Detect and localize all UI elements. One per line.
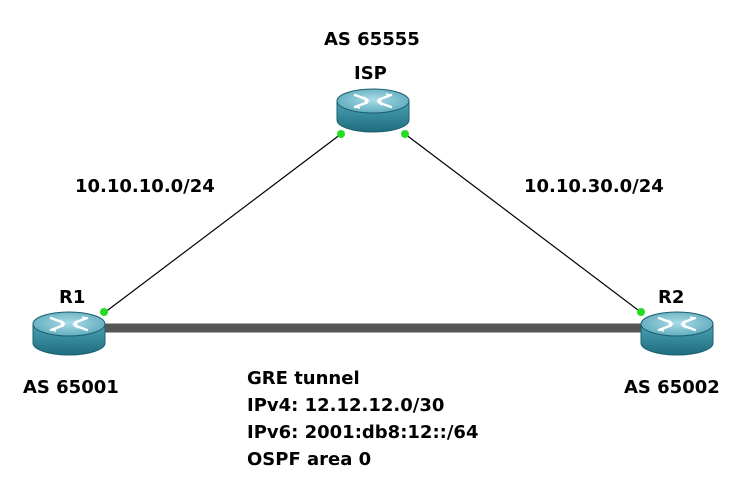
link-up-indicator xyxy=(337,130,345,138)
isp-name-label: ISP xyxy=(354,63,387,84)
gre-tunnel-info: GRE tunnel IPv4: 12.12.12.0/30 IPv6: 200… xyxy=(247,365,478,473)
r2-name-label: R2 xyxy=(658,287,685,308)
subnet-label-isp-r1: 10.10.10.0/24 xyxy=(75,176,215,197)
isp-as-label: AS 65555 xyxy=(324,29,420,50)
tunnel-info-line: GRE tunnel xyxy=(247,368,360,389)
subnet-label-isp-r2: 10.10.30.0/24 xyxy=(524,176,664,197)
link-isp-r1[interactable] xyxy=(103,133,342,314)
router-isp[interactable] xyxy=(335,87,411,134)
router-r1[interactable] xyxy=(31,310,107,357)
r2-as-label: AS 65002 xyxy=(624,377,720,398)
tunnel-info-line: IPv4: 12.12.12.0/30 xyxy=(247,395,445,416)
tunnel-info-line: OSPF area 0 xyxy=(247,449,372,470)
link-up-indicator xyxy=(637,308,645,316)
link-up-indicator xyxy=(100,308,108,316)
tunnel-info-line: IPv6: 2001:db8:12::/64 xyxy=(247,422,479,443)
link-isp-r2[interactable] xyxy=(404,133,643,314)
link-up-indicator xyxy=(401,130,409,138)
router-r2[interactable] xyxy=(639,310,715,357)
r1-name-label: R1 xyxy=(59,287,86,308)
r1-as-label: AS 65001 xyxy=(23,377,119,398)
